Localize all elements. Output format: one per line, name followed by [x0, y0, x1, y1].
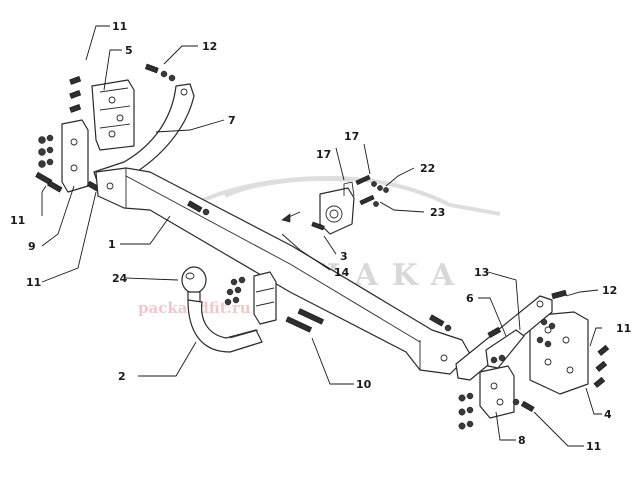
callout-1: 1 — [108, 238, 116, 251]
callout-12-top: 12 — [202, 40, 217, 53]
callout-11-right-a: 11 — [616, 322, 631, 335]
crossbar-1 — [95, 167, 471, 375]
socket-bracket-3 — [281, 174, 389, 235]
callout-7: 7 — [228, 114, 236, 127]
hanger-bracket-14 — [253, 271, 277, 325]
callout-4: 4 — [604, 408, 612, 421]
callout-14: 14 — [334, 266, 350, 279]
callout-10: 10 — [356, 378, 372, 391]
callout-9: 9 — [28, 240, 36, 253]
callout-11-left-a: 11 — [10, 214, 25, 227]
callout-13: 13 — [474, 266, 489, 279]
callout-11-bottom: 11 — [586, 440, 601, 453]
callout-17-left: 17 — [316, 148, 331, 161]
leader-lines — [41, 25, 602, 447]
ball-mount-neck-2 — [187, 299, 263, 353]
callout-23: 23 — [430, 206, 445, 219]
callout-2: 2 — [118, 370, 126, 383]
callout-6: 6 — [466, 292, 474, 305]
right-bolt-set — [458, 289, 610, 430]
hanger-bolts — [224, 276, 325, 333]
tow-ball-24 — [181, 266, 207, 303]
left-side-bracket-5 — [91, 79, 135, 151]
callout-5: 5 — [125, 44, 133, 57]
right-plate-4 — [529, 311, 589, 395]
callout-numbers: 11 5 12 7 17 17 22 23 11 9 11 1 3 14 24 … — [10, 20, 631, 453]
callout-3: 3 — [340, 250, 348, 263]
left-bolt-set — [35, 63, 176, 193]
callout-8: 8 — [518, 434, 526, 447]
callout-11-top: 11 — [112, 20, 127, 33]
callout-11-left-b: 11 — [26, 276, 41, 289]
callout-24: 24 — [112, 272, 128, 285]
right-bracket-8 — [479, 365, 515, 419]
callout-12-right: 12 — [602, 284, 617, 297]
callout-17-right: 17 — [344, 130, 359, 143]
callout-22: 22 — [420, 162, 435, 175]
left-plate-9 — [61, 119, 89, 193]
